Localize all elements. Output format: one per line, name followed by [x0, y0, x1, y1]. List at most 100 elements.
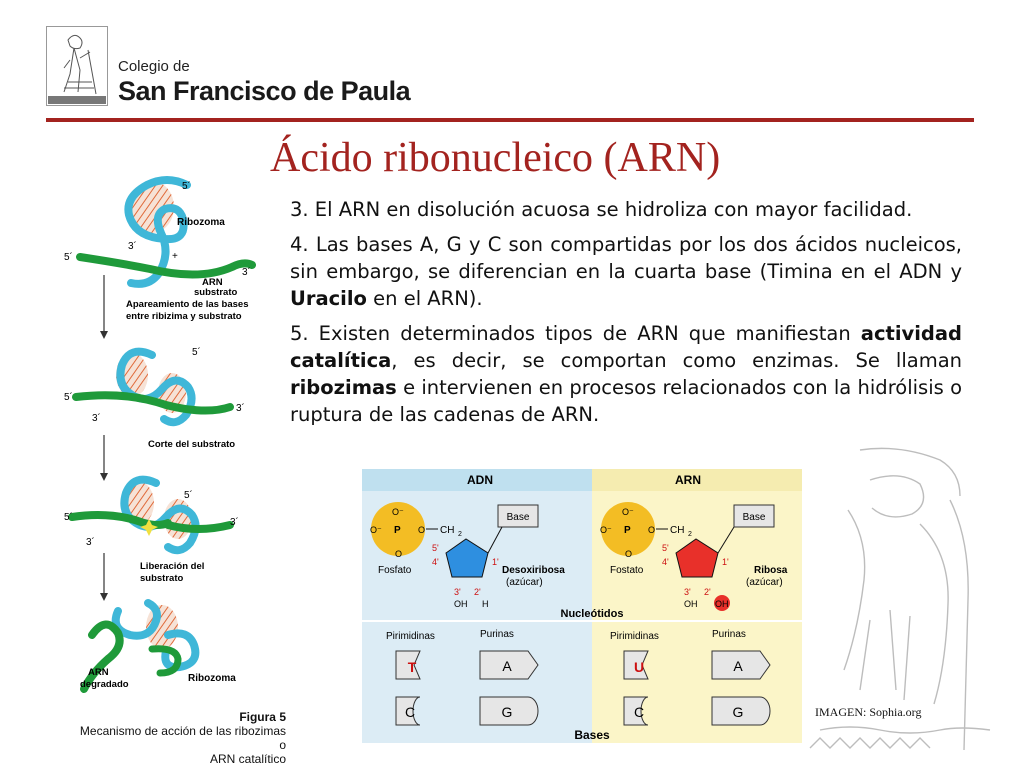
- ribosa-label: Ribosa: [754, 565, 788, 576]
- base-box-label-rna: Base: [743, 512, 766, 523]
- svg-text:O: O: [625, 549, 632, 559]
- svg-text:2: 2: [688, 531, 692, 538]
- svg-text:H: H: [482, 599, 489, 609]
- svg-text:O⁻: O⁻: [392, 507, 404, 517]
- bases-label: Bases: [574, 728, 610, 742]
- label-5prime: 5´: [182, 180, 191, 192]
- svg-text:1': 1': [492, 557, 499, 567]
- stage-4: ARN degradado Ribozoma: [80, 599, 236, 693]
- svg-text:4': 4': [432, 557, 439, 567]
- svg-text:O: O: [395, 549, 402, 559]
- svg-text:3': 3': [454, 587, 461, 597]
- svg-text:1': 1': [722, 557, 729, 567]
- ribozyme-mechanism-figure: 5´ Ribozoma 3´ + 5´ 3´ ARN substrato Apa…: [64, 176, 256, 693]
- svg-text:CH: CH: [440, 525, 454, 536]
- label-3prime-4: 3´: [86, 536, 95, 548]
- figure-caption: Figura 5 Mecanismo de acción de las ribo…: [76, 710, 286, 766]
- rna-nucleotide: O⁻ O⁻ P O O CH 2 Base 5' 4' 1' 3' 2' OH …: [600, 502, 788, 611]
- label-3prime: 3´: [128, 240, 137, 252]
- school-name-small: Colegio de: [118, 58, 190, 75]
- svg-text:3': 3': [684, 587, 691, 597]
- dna-nucleotide: O⁻ O⁻ P O O CH 2 Base 5' 4' 1' 3' 2' OH …: [370, 502, 565, 609]
- stage-1: 5´ Ribozoma 3´ + 5´ 3´ ARN substrato Apa…: [64, 176, 256, 322]
- slide-title: Ácido ribonucleico (ARN): [270, 135, 721, 181]
- svg-text:O: O: [418, 525, 425, 535]
- svg-text:O⁻: O⁻: [622, 507, 634, 517]
- label-plus: +: [172, 251, 178, 262]
- header-rule: [46, 118, 974, 122]
- svg-text:5': 5': [432, 543, 439, 553]
- point-3: 3. El ARN en disolución acuosa se hidrol…: [290, 198, 913, 221]
- step3-line2: substrato: [140, 573, 183, 584]
- svg-text:O⁻: O⁻: [370, 525, 382, 535]
- body-text: 3. El ARN en disolución acuosa se hidrol…: [290, 196, 962, 436]
- label-arn: ARN: [202, 277, 223, 288]
- base-box-label-dna: Base: [507, 512, 530, 523]
- svg-text:4': 4': [662, 557, 669, 567]
- fosfato-label: Fosfato: [378, 565, 412, 576]
- adn-header: ADN: [467, 473, 493, 487]
- purinas-dna: Purinas: [480, 629, 514, 640]
- label-3prime-sub: 3´: [242, 266, 251, 278]
- bases-section: Pirimidinas Purinas Pirimidinas Purinas …: [386, 629, 771, 742]
- point-4: 4. Las bases A, G y C son compartidas po…: [290, 233, 962, 310]
- label-5prime-3: 5´: [192, 346, 201, 358]
- arn-header: ARN: [675, 473, 701, 487]
- base-t: T: [408, 659, 417, 675]
- svg-text:OH: OH: [454, 599, 468, 609]
- svg-text:O⁻: O⁻: [600, 525, 612, 535]
- svg-text:2': 2': [704, 587, 711, 597]
- image-credit: IMAGEN: Sophia.org: [815, 705, 922, 719]
- svg-text:(azúcar): (azúcar): [746, 577, 783, 588]
- label-3prime-3: 3´: [236, 402, 245, 414]
- nucleotide-comparison-panel: ADN ARN O⁻ O⁻ P O O CH 2 Base 5' 4' 1' 3…: [362, 469, 802, 743]
- figure-number: Figura 5: [239, 710, 286, 724]
- label-ribozoma-2: Ribozoma: [188, 673, 236, 684]
- school-name: Colegio de San Francisco de Paula: [118, 58, 411, 106]
- nucleotidos-label: Nucleótidos: [561, 608, 624, 620]
- svg-text:CH: CH: [670, 525, 684, 536]
- svg-text:O: O: [648, 525, 655, 535]
- figure-caption-line2: ARN catalítico: [209, 752, 286, 766]
- desoxiribosa-label: Desoxiribosa: [502, 565, 565, 576]
- svg-text:2: 2: [458, 531, 462, 538]
- pirimidinas-rna: Pirimidinas: [610, 631, 659, 642]
- saint-sketch-watermark: [809, 447, 991, 751]
- label-3prime-2: 3´: [92, 412, 101, 424]
- base-c-rna: C: [634, 704, 644, 720]
- svg-text:OH: OH: [684, 599, 698, 609]
- label-substrato: substrato: [194, 287, 237, 298]
- base-a-dna: A: [502, 658, 512, 674]
- svg-text:2': 2': [474, 587, 481, 597]
- svg-text:5': 5': [662, 543, 669, 553]
- label-5prime-2: 5´: [64, 391, 73, 403]
- label-arn-degradado-2: degradado: [80, 679, 129, 690]
- fostato-label: Fostato: [610, 565, 644, 576]
- svg-text:P: P: [624, 525, 631, 536]
- school-name-big: San Francisco de Paula: [118, 76, 411, 106]
- label-ribozoma: Ribozoma: [177, 217, 225, 228]
- stage-3: 5´ 5´ 3´ 3´ Liberación del substrato: [64, 475, 239, 584]
- step3-line1: Liberación del: [140, 561, 204, 572]
- svg-text:P: P: [394, 525, 401, 536]
- figure-caption-line1: Mecanismo de acción de las ribozimas o: [79, 724, 286, 752]
- label-5prime-sub: 5´: [64, 251, 73, 263]
- label-arn-degradado-1: ARN: [88, 667, 109, 678]
- base-g-rna: G: [733, 704, 744, 720]
- base-g-dna: G: [502, 704, 513, 720]
- svg-text:OH: OH: [715, 599, 729, 609]
- stage-2: 5´ 5´ 3´ 3´ Corte del substrato: [64, 346, 245, 450]
- svg-text:(azúcar): (azúcar): [506, 577, 543, 588]
- label-3prime-5: 3´: [230, 516, 239, 528]
- purinas-rna: Purinas: [712, 629, 746, 640]
- school-logo: [46, 26, 108, 106]
- step2-label: Corte del substrato: [148, 439, 235, 450]
- label-5prime-4: 5´: [64, 511, 73, 523]
- base-a-rna: A: [733, 658, 743, 674]
- point-5: 5. Existen determinados tipos de ARN que…: [290, 322, 962, 426]
- base-c-dna: C: [405, 704, 415, 720]
- pirimidinas-dna: Pirimidinas: [386, 631, 435, 642]
- base-u: U: [634, 659, 644, 675]
- step1-line2: entre ribizima y substrato: [126, 311, 242, 322]
- step1-line1: Apareamiento de las bases: [126, 299, 249, 310]
